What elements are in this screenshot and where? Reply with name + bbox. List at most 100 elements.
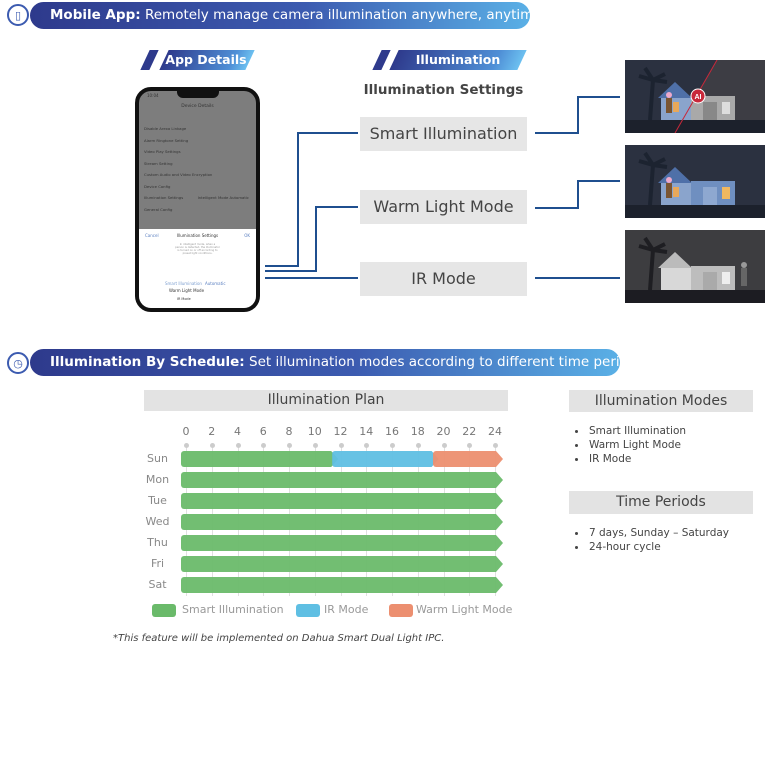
- tick-dot: [467, 443, 473, 448]
- list-item: Smart Illumination: [569, 424, 686, 438]
- legend-swatch-ir: [296, 604, 320, 617]
- chart-title: Illumination Plan: [144, 390, 508, 411]
- illumination-modes-label: Illumination Modes: [415, 52, 501, 87]
- option-smart-illumination[interactable]: Smart Illumination: [165, 281, 202, 286]
- x-tick-label: 4: [234, 425, 241, 438]
- banner-title-bold: Illumination By Schedule:: [50, 354, 245, 370]
- tick-dot: [287, 443, 292, 448]
- legend-label-warm: Warm Light Mode: [416, 603, 513, 616]
- phone-row: Device Config: [144, 183, 171, 189]
- app-details-tag: App Details: [140, 50, 255, 70]
- schedule-bar-smart[interactable]: [181, 451, 338, 467]
- connector-lines: [265, 96, 620, 279]
- app-details-label: App Details: [165, 52, 247, 67]
- sheet-cancel-button[interactable]: Cancel: [145, 233, 159, 238]
- option-warm-light[interactable]: Warm Light Mode: [169, 288, 205, 293]
- sheet-description: In intelligent mode, when a person is de…: [175, 243, 220, 255]
- list-item: 24-hour cycle: [569, 540, 729, 554]
- periods-heading: Time Periods: [569, 491, 753, 514]
- schedule-bar-smart[interactable]: [181, 556, 503, 572]
- x-tick-label: 12: [333, 425, 348, 438]
- tick-dot: [415, 443, 421, 448]
- day-label: Tue: [148, 494, 167, 507]
- tick-dot: [338, 443, 344, 448]
- day-label: Mon: [145, 473, 170, 486]
- modes-heading: Illumination Modes: [569, 390, 753, 412]
- legend-swatch-smart: [152, 604, 176, 617]
- day-label: Sun: [147, 452, 168, 465]
- tick-dot: [364, 443, 370, 448]
- banner-title-bold: Mobile App:: [50, 7, 141, 23]
- x-tick-label: 6: [259, 425, 267, 438]
- phone-row: Alarm Ringtone Setting: [144, 137, 189, 143]
- ir-mode-scene-image: [625, 230, 765, 303]
- schedule-bar-smart[interactable]: [181, 577, 503, 593]
- mode-warm-light: Warm Light Mode: [360, 190, 527, 224]
- x-tick-label: 0: [182, 425, 190, 438]
- mode-ir: IR Mode: [360, 262, 527, 296]
- list-item: Warm Light Mode: [569, 438, 686, 452]
- tick-dot: [209, 443, 215, 448]
- x-tick-label: 2: [208, 425, 216, 438]
- schedule-bar-smart[interactable]: [181, 472, 503, 488]
- mobile-phone-icon: ▯: [7, 4, 29, 26]
- legend-label-smart: Smart Illumination: [182, 603, 284, 616]
- schedule-bar-smart[interactable]: [181, 514, 503, 530]
- schedule-bar-ir[interactable]: [332, 451, 438, 467]
- list-item: 7 days, Sunday – Saturday: [569, 526, 729, 540]
- day-label: Thu: [147, 536, 168, 549]
- phone-time: 10:04: [147, 93, 159, 98]
- schedule-banner: Illumination By Schedule: Set illuminati…: [30, 349, 644, 376]
- phone-mockup: 10:04 Device Details Disable Arexa Linka…: [135, 87, 260, 312]
- phone-row-value: Intelligent Mode Automatic: [197, 195, 249, 200]
- settings-title: Illumination Settings: [363, 82, 524, 98]
- phone-header: Device Details: [181, 104, 214, 109]
- phone-row: Video Play Settings: [144, 149, 181, 154]
- tick-dot: [312, 443, 318, 448]
- day-label: Wed: [145, 515, 170, 528]
- phone-row: Custom Audio and Video Encryption: [144, 172, 213, 177]
- x-tick-label: 8: [285, 425, 293, 438]
- option-ir-mode[interactable]: IR Mode: [177, 297, 191, 301]
- legend-label-ir: IR Mode: [324, 603, 369, 616]
- tick-dot: [261, 443, 267, 448]
- sheet-title: Illumination Settings: [176, 233, 219, 238]
- mobile-app-banner: Mobile App: Remotely manage camera illum…: [30, 2, 542, 29]
- tick-dot: [493, 443, 498, 448]
- day-label: Sat: [148, 578, 167, 591]
- smart-illumination-scene-image: AI: [625, 60, 765, 133]
- x-tick-label: 24: [488, 425, 502, 438]
- x-tick-label: 18: [410, 425, 425, 438]
- schedule-bar-smart[interactable]: [181, 493, 503, 509]
- schedule-bar-warm[interactable]: [433, 451, 503, 467]
- legend-swatch-warm: [389, 604, 413, 617]
- option-automatic[interactable]: Automatic: [205, 281, 226, 286]
- modes-list: Smart Illumination Warm Light Mode IR Mo…: [569, 424, 686, 466]
- illumination-modes-tag: Illumination Modes: [372, 50, 527, 87]
- x-tick-label: 16: [385, 425, 399, 438]
- ai-badge-icon: AI: [695, 94, 702, 101]
- tick-dot: [235, 443, 241, 448]
- phone-row: Disable Arexa Linkage: [144, 126, 187, 131]
- banner-title-text: Set illumination modes according to diff…: [244, 354, 644, 370]
- phone-row: General Config: [144, 206, 173, 212]
- x-tick-label: 10: [307, 425, 322, 438]
- banner-title-text: Remotely manage camera illumination anyw…: [140, 7, 542, 23]
- phone-row: Illumination Settings: [144, 195, 184, 200]
- tick-dot: [184, 443, 189, 448]
- mode-smart-illumination: Smart Illumination: [360, 117, 527, 151]
- tick-dot: [441, 443, 447, 448]
- x-tick-label: 22: [462, 425, 477, 438]
- schedule-bar-smart[interactable]: [181, 535, 503, 551]
- phone-row: Stream Setting: [144, 160, 173, 166]
- tick-dot: [390, 443, 395, 448]
- footnote: *This feature will be implemented on Dah…: [113, 633, 445, 644]
- x-tick-label: 20: [436, 425, 451, 438]
- sheet-ok-button[interactable]: OK: [244, 233, 250, 238]
- list-item: IR Mode: [569, 452, 686, 466]
- day-label: Fri: [150, 557, 165, 570]
- periods-list: 7 days, Sunday – Saturday 24-hour cycle: [569, 526, 729, 554]
- clock-calendar-icon: ◷: [7, 352, 29, 374]
- illumination-sheet: Cancel Illumination Settings OK In intel…: [139, 229, 256, 308]
- x-tick-label: 14: [359, 425, 374, 438]
